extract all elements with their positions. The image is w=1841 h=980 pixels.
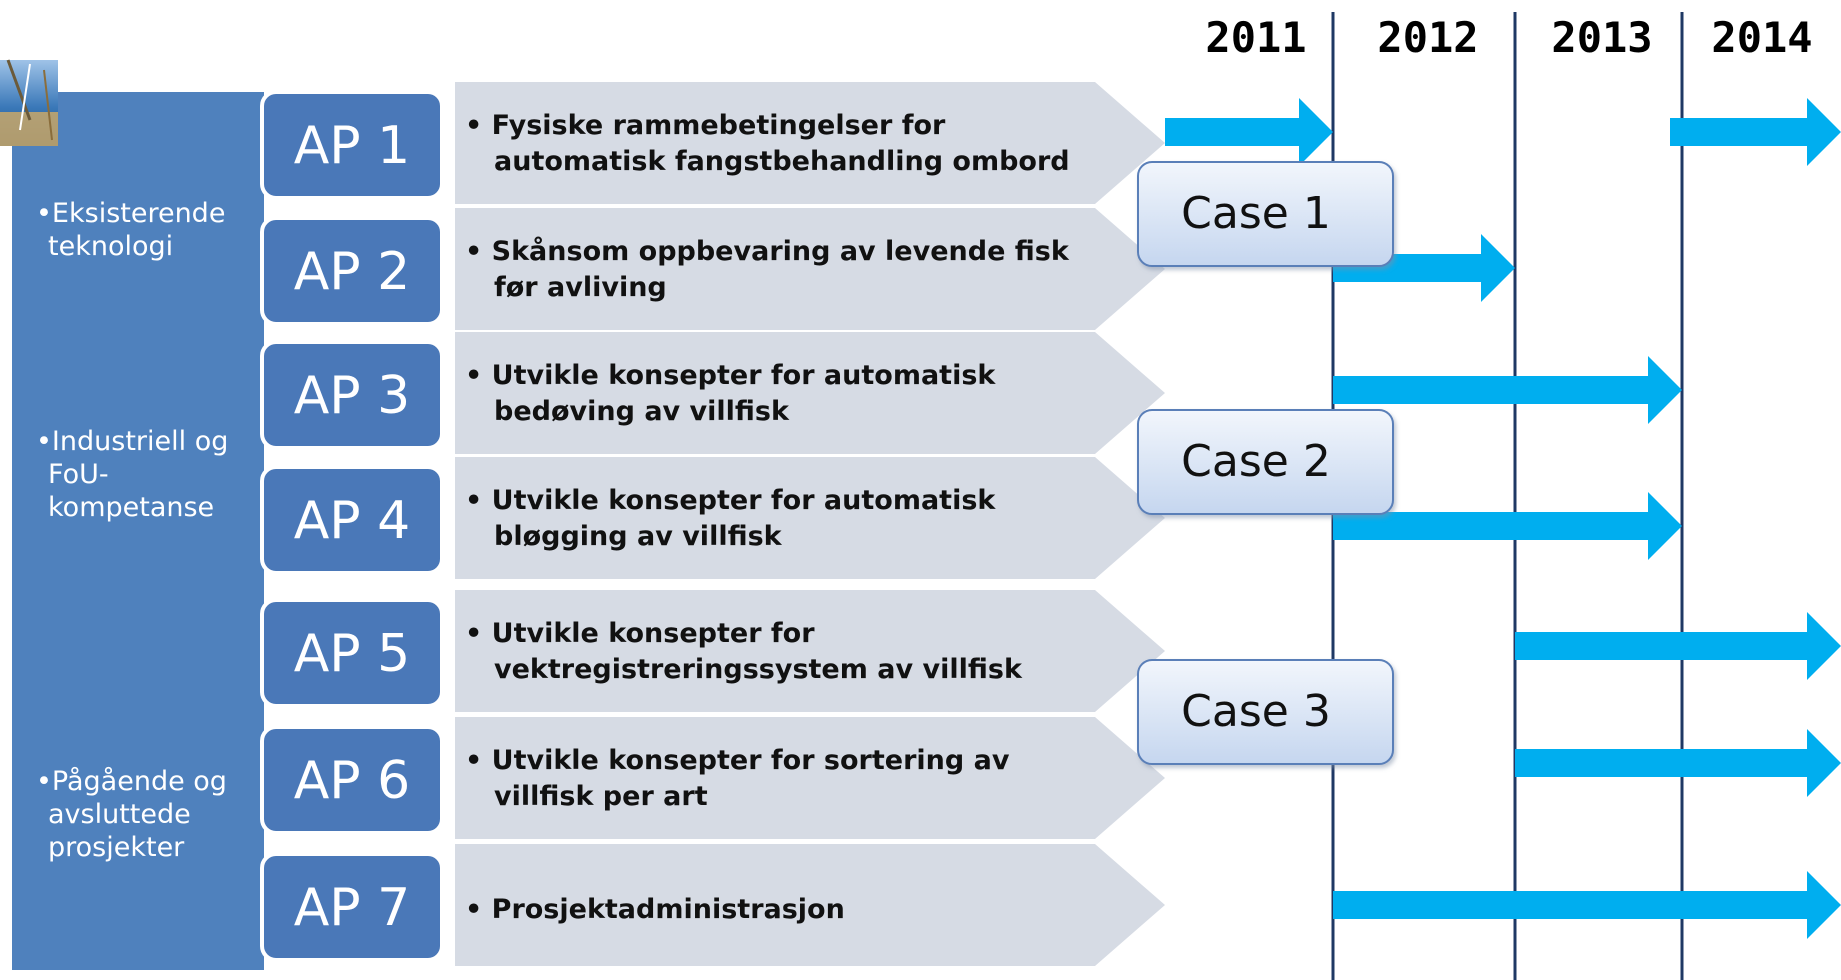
ap-label-box [260,340,444,450]
timeline-arrow [1333,234,1515,302]
timeline-arrow [1515,729,1841,797]
work-package-chevron [455,457,1165,579]
work-package-chevron [455,590,1165,712]
year-label: 2012 [1377,13,1478,62]
work-package-chevron [455,332,1165,454]
ap-label: AP 5 [294,624,411,684]
timeline-arrow [1165,98,1333,166]
timeline-arrow [1670,98,1841,166]
timeline-arrow [1333,356,1682,424]
work-package-chevron [455,208,1165,330]
ap-label: AP 2 [294,242,411,302]
case-label: Case 2 [1181,436,1331,487]
case-box [1137,409,1394,515]
timeline-arrow [1333,492,1682,560]
case-box [1137,659,1394,765]
ap-label-box [260,216,444,326]
case-label: Case 1 [1181,188,1331,239]
ap-label-box [260,725,444,835]
ap-label: AP 4 [294,491,411,551]
ap-label-box [260,598,444,708]
year-label: 2014 [1711,13,1812,62]
timeline-arrow [1333,871,1841,939]
timeline-arrow [1515,612,1841,680]
work-package-chevron [455,844,1165,966]
ap-label: AP 1 [294,116,411,176]
ap-label-box [260,465,444,575]
ap-label: AP 3 [294,366,411,426]
year-label: 2011 [1205,13,1306,62]
work-package-description: • Prosjektadministrasjon [465,894,845,925]
ap-label: AP 6 [294,751,411,811]
case-box [1137,161,1394,267]
ap-label: AP 7 [294,878,411,938]
left-panel [12,92,264,970]
work-package-chevron [455,717,1165,839]
work-package-chevron [455,82,1165,204]
case-label: Case 3 [1181,686,1331,737]
year-label: 2013 [1551,13,1652,62]
ap-label-box [260,852,444,962]
ap-label-box [260,90,444,200]
ship-deck-photo [0,59,58,146]
